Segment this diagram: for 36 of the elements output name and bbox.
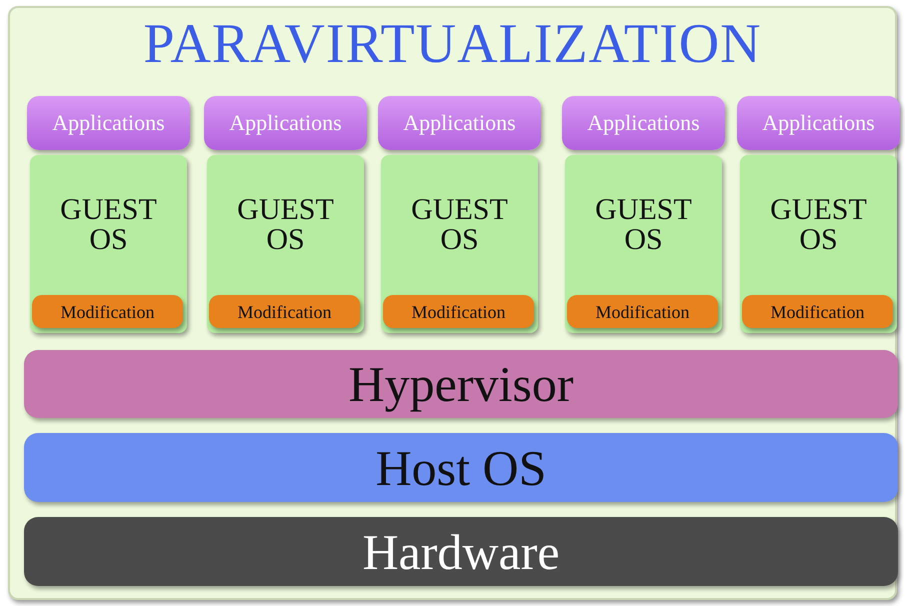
hypervisor-layer: [24, 350, 898, 418]
modification-label: Modification: [60, 302, 154, 320]
modification-label: Modification: [770, 302, 864, 320]
applications-box: [204, 96, 367, 150]
applications-box: [27, 96, 190, 150]
guest-os-label: GUEST OS: [236, 195, 335, 255]
guest-os-label: GUEST OS: [594, 195, 693, 255]
applications-box: [737, 96, 900, 150]
modification-label: Modification: [238, 302, 332, 320]
modification-label: Modification: [412, 302, 506, 320]
guest-os-label: GUEST OS: [769, 195, 868, 255]
modification-bar: [32, 295, 183, 328]
applications-label: Applications: [229, 112, 342, 134]
host-os-layer: [24, 433, 898, 502]
applications-box: [378, 96, 541, 150]
guest-os-box: [565, 155, 722, 333]
applications-box: [562, 96, 725, 150]
modification-label: Modification: [596, 302, 690, 320]
host-os-label: Host OS: [376, 442, 546, 492]
guest-os-label: GUEST OS: [410, 195, 509, 255]
applications-label: Applications: [762, 112, 875, 134]
modification-bar: [209, 295, 360, 328]
modification-bar: [567, 295, 718, 328]
diagram-title: PARAVIRTUALIZATION: [142, 12, 763, 76]
hardware-label: Hardware: [362, 526, 560, 576]
guest-os-box: [207, 155, 364, 333]
applications-label: Applications: [52, 112, 165, 134]
guest-os-box: [740, 155, 897, 333]
applications-label: Applications: [403, 112, 516, 134]
guest-os-label: GUEST OS: [59, 195, 158, 255]
modification-bar: [383, 295, 534, 328]
modification-bar: [742, 295, 893, 328]
guest-os-box: [30, 155, 187, 333]
applications-label: Applications: [587, 112, 700, 134]
guest-os-box: [381, 155, 538, 333]
hardware-layer: [24, 517, 898, 586]
